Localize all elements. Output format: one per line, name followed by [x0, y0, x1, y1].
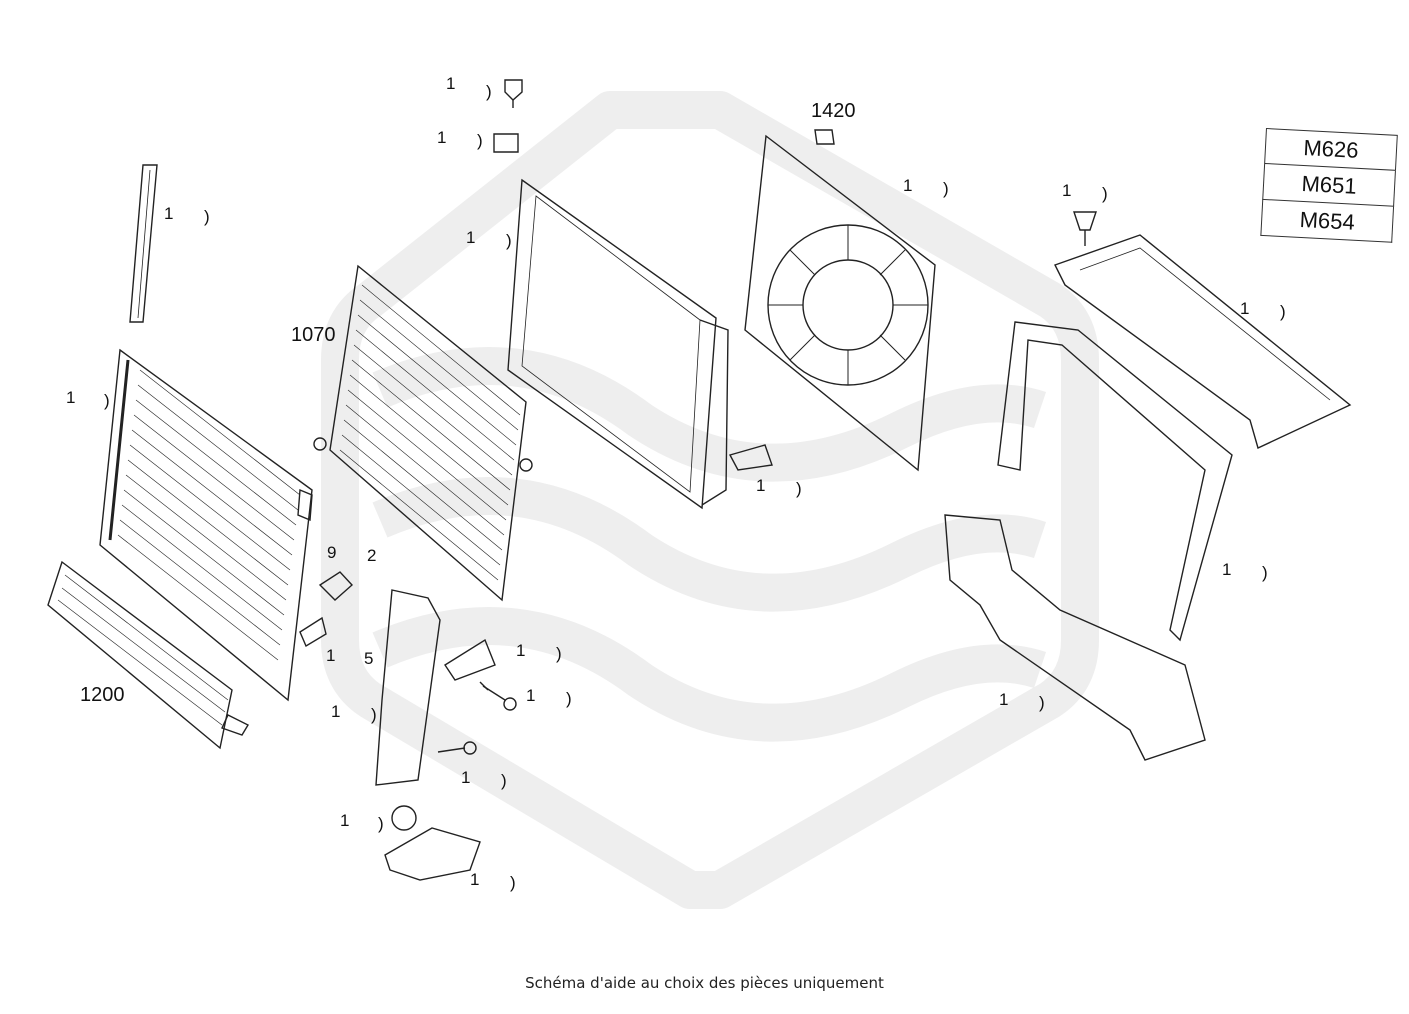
- callout-fragment: 1: [340, 811, 350, 830]
- callout-fragment: 1: [466, 228, 476, 247]
- callout-fragment: 1: [326, 646, 336, 665]
- callout-fragment: ): [1102, 184, 1108, 203]
- callout-fragment: ): [1039, 693, 1045, 712]
- vertical-support-bracket: [375, 589, 441, 786]
- lower-air-deflector: [944, 514, 1206, 761]
- grommet-top: [493, 133, 519, 153]
- callout-fragment: 1: [903, 176, 913, 195]
- condenser-left: [99, 348, 313, 702]
- mounting-bracket: [384, 805, 481, 881]
- callout-fragment: ): [796, 479, 802, 498]
- callout-fragment: ): [566, 689, 572, 708]
- callout-fragment: 1: [164, 204, 174, 223]
- side-bracket-right: [997, 321, 1233, 642]
- callout-fragment: 1: [999, 690, 1009, 709]
- callout-fragment: 1: [526, 686, 536, 705]
- callout-fragment: ): [486, 82, 492, 101]
- radiator-frame: [507, 178, 729, 510]
- callout-fragment: ): [556, 644, 562, 663]
- callout-fragment: ): [510, 873, 516, 892]
- callout-fragment: 9: [327, 543, 337, 562]
- callout-fragment: 1: [1062, 181, 1072, 200]
- upper-crossmember: [1054, 234, 1352, 449]
- callout-fragment: ): [378, 814, 384, 833]
- callout-1070: 1070: [291, 324, 336, 346]
- callout-fragment: 1: [446, 74, 456, 93]
- callout-fragment: ): [1280, 302, 1286, 321]
- diagram-caption: Schéma d'aide au choix des pièces unique…: [525, 974, 884, 992]
- push-clip-right: [1073, 211, 1097, 246]
- callout-fragment: ): [501, 771, 507, 790]
- callout-fragment: 1: [756, 476, 766, 495]
- callout-1200: 1200: [80, 684, 125, 706]
- small-bracket: [444, 638, 496, 681]
- callout-fragment: ): [477, 131, 483, 150]
- clip-1420: [814, 129, 835, 145]
- callout-fragment: 5: [364, 649, 374, 668]
- callout-fragment: 1: [437, 128, 447, 147]
- engine-code-legend: M626 M651 M654: [1260, 128, 1398, 247]
- callout-fragment: 1: [1222, 560, 1232, 579]
- clip-top: [504, 79, 523, 108]
- pressure-sensor: [299, 571, 353, 648]
- legend-row-m654: M654: [1260, 199, 1395, 243]
- callout-fragment: ): [1262, 563, 1268, 582]
- condenser-center: [313, 264, 533, 602]
- callout-fragment: 1: [331, 702, 341, 721]
- callout-fragment: 1: [66, 388, 76, 407]
- auxiliary-cooler: [47, 560, 249, 750]
- callout-fragment: 1: [461, 768, 471, 787]
- watermark-logo: [321, 91, 1099, 909]
- callout-fragment: 2: [367, 546, 377, 565]
- callout-fragment: ): [943, 179, 949, 198]
- baffle-strip: [129, 164, 158, 323]
- callout-fragment: ): [506, 231, 512, 250]
- bolt-upper: [479, 681, 517, 711]
- callout-fragment: 1: [1240, 299, 1250, 318]
- callout-fragment: ): [204, 207, 210, 226]
- rubber-mount: [728, 444, 773, 471]
- tube-connector: [297, 488, 313, 522]
- bolt-lower: [437, 741, 477, 755]
- callout-fragment: ): [371, 705, 377, 724]
- fan-shroud: [744, 134, 936, 472]
- callout-fragment: 1: [516, 641, 526, 660]
- callout-1420: 1420: [811, 100, 856, 122]
- callout-fragment: 1: [470, 870, 480, 889]
- callout-fragment: ): [104, 391, 110, 410]
